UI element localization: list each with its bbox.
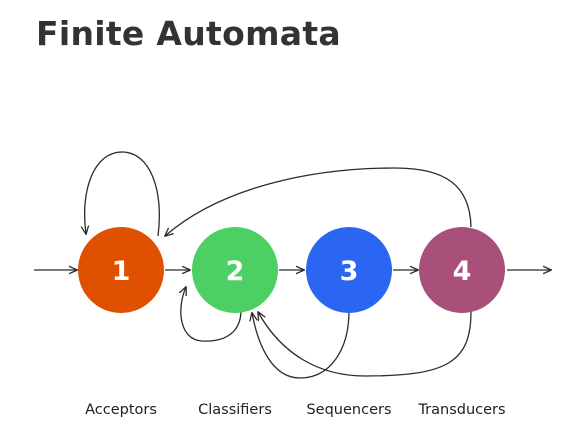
state-number-2: 2 [226, 256, 245, 287]
node-label-4: Transducers [417, 402, 505, 418]
state-node-1: 1 [78, 227, 164, 313]
node-label-3: Sequencers [306, 402, 391, 418]
state-circle-1 [78, 227, 164, 313]
state-circle-4 [419, 227, 505, 313]
arrow-3-to-2 [252, 310, 350, 379]
state-circle-3 [306, 227, 392, 313]
diagram-title: Finite Automata [36, 14, 341, 53]
state-node-3: 3 [306, 227, 392, 313]
state-node-4: 4 [419, 227, 505, 313]
state-number-4: 4 [453, 256, 472, 287]
state-number-3: 3 [340, 256, 359, 287]
node-label-2: Classifiers [198, 402, 272, 418]
self-loop-arrow-2 [181, 287, 242, 342]
state-node-2: 2 [192, 227, 278, 313]
node-label-1: Acceptors [85, 402, 157, 418]
state-circle-2 [192, 227, 278, 313]
state-number-1: 1 [112, 256, 131, 287]
arrow-4-to-1 [165, 167, 472, 236]
self-loop-arrow-1 [85, 151, 160, 237]
arrow-4-to-2 [258, 311, 472, 377]
